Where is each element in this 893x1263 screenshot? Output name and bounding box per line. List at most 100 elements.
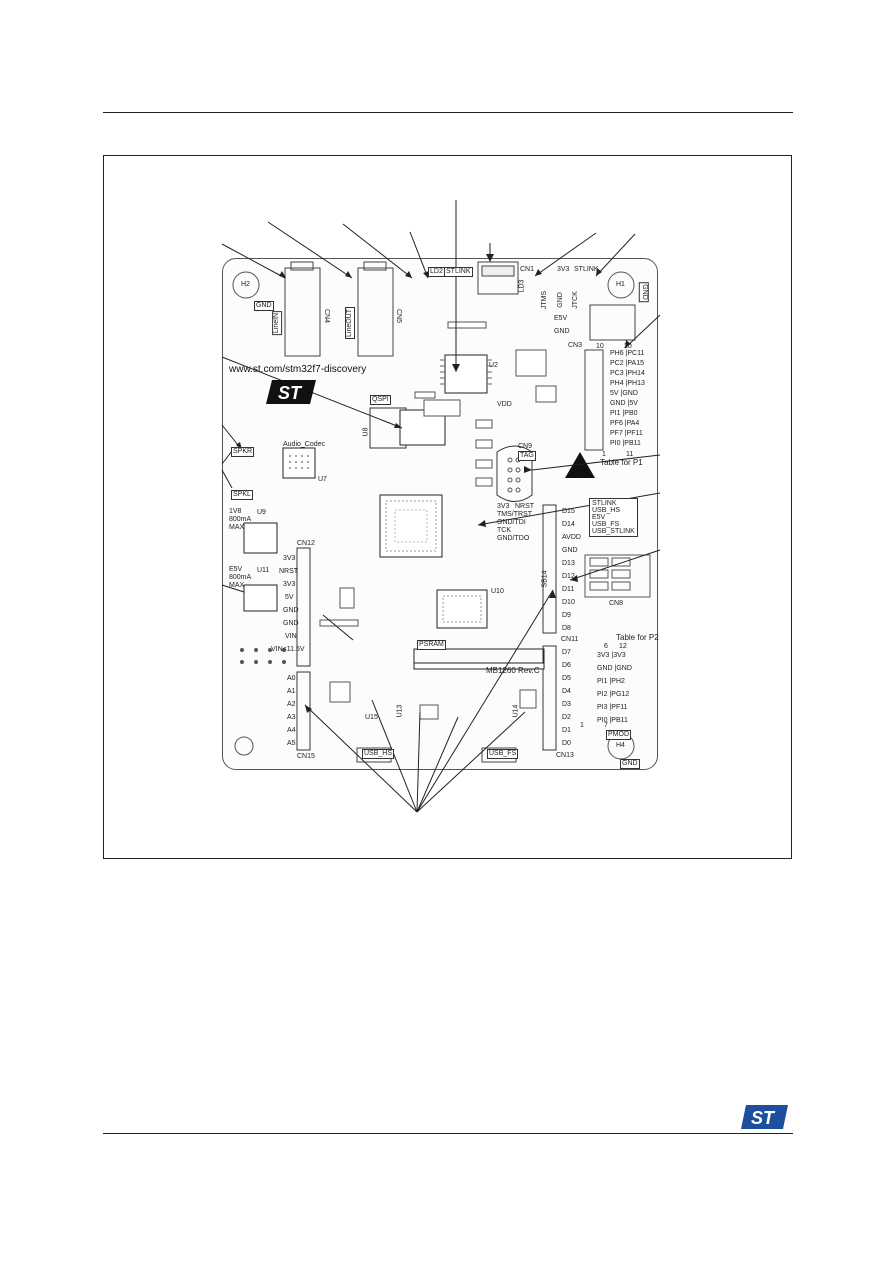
label-cn12: CN12 [297,540,315,547]
table-p1-row: PH4 |PH13 [610,380,645,387]
stlink-select-box: STLINK USB_HS E5V USB_FS USB_STLINK [589,498,638,537]
label-stlink-top: STLINK [444,267,473,277]
cn11-pin: D9 [562,612,571,619]
table-p2-num: 12 [619,643,627,650]
table-p1-num: 11 [626,451,634,458]
table-p1-row: 5V |GND [610,390,638,397]
label-vdd: VDD [497,401,512,408]
label-u2: U2 [489,362,498,369]
st-brand-logo-icon: ST [741,1105,788,1129]
cn12-pin: NRST [279,568,299,575]
cn13-pin: D2 [562,714,571,721]
cn12-pin: VIN<11.5V [271,646,305,653]
svg-text:ST: ST [278,383,303,403]
table-p2-row: PI1 |PH2 [597,678,625,685]
stlink-select-item: E5V [592,514,606,521]
cn9-label: TMS/TRST [497,511,532,518]
label-gnd-top: GND [254,301,274,311]
table-p1-title: Table for P1 [600,458,643,467]
label-linein: LineIN [272,310,283,336]
cn9-label: 3V3 [497,503,510,510]
stlink-select-item: USB_FS [592,521,620,528]
cn15-pin: A4 [287,727,296,734]
label-ld3: LD3 [518,279,526,293]
table-p1-row: PF6 |PA4 [610,420,640,427]
label-jtms: JTMS [541,290,549,310]
label-lineout: LineOUT [345,306,356,340]
cn11-pin: D12 [562,573,575,580]
cn15-pin: A1 [287,688,296,695]
table-p2-row: PI3 |PF11 [597,704,628,711]
regulator-u9 [243,522,278,554]
reg1-line2: 800mA [229,516,252,523]
label-usb-fs: USB_FS [487,749,519,759]
chip-u2 [444,354,488,394]
label-u10: U10 [491,588,504,595]
cn9-label: NRST [515,503,535,510]
header-rule [103,112,793,113]
table-p2-row: 3V3 |3V3 [597,652,626,659]
cn11-pin: AVDD [562,534,581,541]
label-gnd-e5v: GND [554,328,570,335]
connector-cn3 [589,304,636,341]
table-p2-row: PI2 |PG12 [597,691,630,698]
cn13-pin: D4 [562,688,571,695]
table-p1-row: PH6 |PC11 [610,350,645,357]
mounting-hole-left-bottom [234,736,254,756]
reg2-line2: 800mA [229,574,252,581]
table-p1-row: GND |5V [610,400,638,407]
board-revision: MB1260 Rev.C [486,666,540,675]
cn11-pin: D10 [562,599,575,606]
cn11-pin: D13 [562,560,575,567]
label-u14: U14 [512,704,520,718]
stlink-select-item: STLINK [592,500,617,507]
cn15-pin: A3 [287,714,296,721]
cn15-pin: A0 [287,675,296,682]
cn11-pin: D14 [562,521,575,528]
stlink-select-item: USB_STLINK [592,528,635,535]
hole-h2-label: H2 [241,281,250,288]
label-u11: U11 [257,567,270,574]
header-cn15 [296,671,311,751]
board-url: www.st.com/stm32f7-discovery [229,364,367,375]
label-jtag-3v3: 3V3 [557,266,570,273]
table-p1-row: PC3 |PH14 [610,370,645,377]
svg-text:ST: ST [751,1108,776,1128]
label-cn13: CN13 [556,752,574,759]
audio-jack-cn5 [357,267,394,357]
cn9-label: GND/TDO [497,535,530,542]
cn11-pin: GND [562,547,578,554]
chip-u10 [436,589,488,629]
table-p1-num: 20 [624,343,632,350]
label-cn8: CN8 [609,600,624,607]
label-cn3: CN3 [568,342,583,349]
table-p2-num: 1 [580,722,584,729]
label-ld2: LD2 [428,267,445,277]
stlink-select-item: USB_HS [592,507,621,514]
label-gnd-right: GND [638,282,649,302]
table-p2-row: GND |GND [597,665,632,672]
label-psram: PSRAM [417,640,446,650]
table-p1-row: PF7 |PF11 [610,430,643,437]
cn11-pin: D15 [562,508,575,515]
label-usb-hs: USB_HS [362,749,395,759]
cn12-pin: VIN [285,633,297,640]
table-p1: PH6 |PC11 PC2 |PA15 PC3 |PH14 PH4 |PH13 … [610,350,645,448]
cn12-pin: GND [283,620,299,627]
st-logo-icon: ST [266,380,316,404]
regulator-u11 [243,584,278,612]
table-p2-row: PI0 |PB11 [597,717,628,724]
cn11-pin: D11 [562,586,575,593]
figure-frame [103,155,792,859]
hole-h1-label: H1 [616,281,625,288]
table-p2-title: Table for P2 [616,633,659,642]
cn15-pin: A2 [287,701,296,708]
label-gnd-bottom-right: GND [620,759,640,769]
label-u9: U9 [257,509,266,516]
label-pmod: PMOD [606,730,631,740]
label-cn4: CN4 [323,308,331,324]
reg2-line1: E5V [229,566,243,573]
cn15-pin: A5 [287,740,296,747]
label-cn15: CN15 [297,753,315,760]
